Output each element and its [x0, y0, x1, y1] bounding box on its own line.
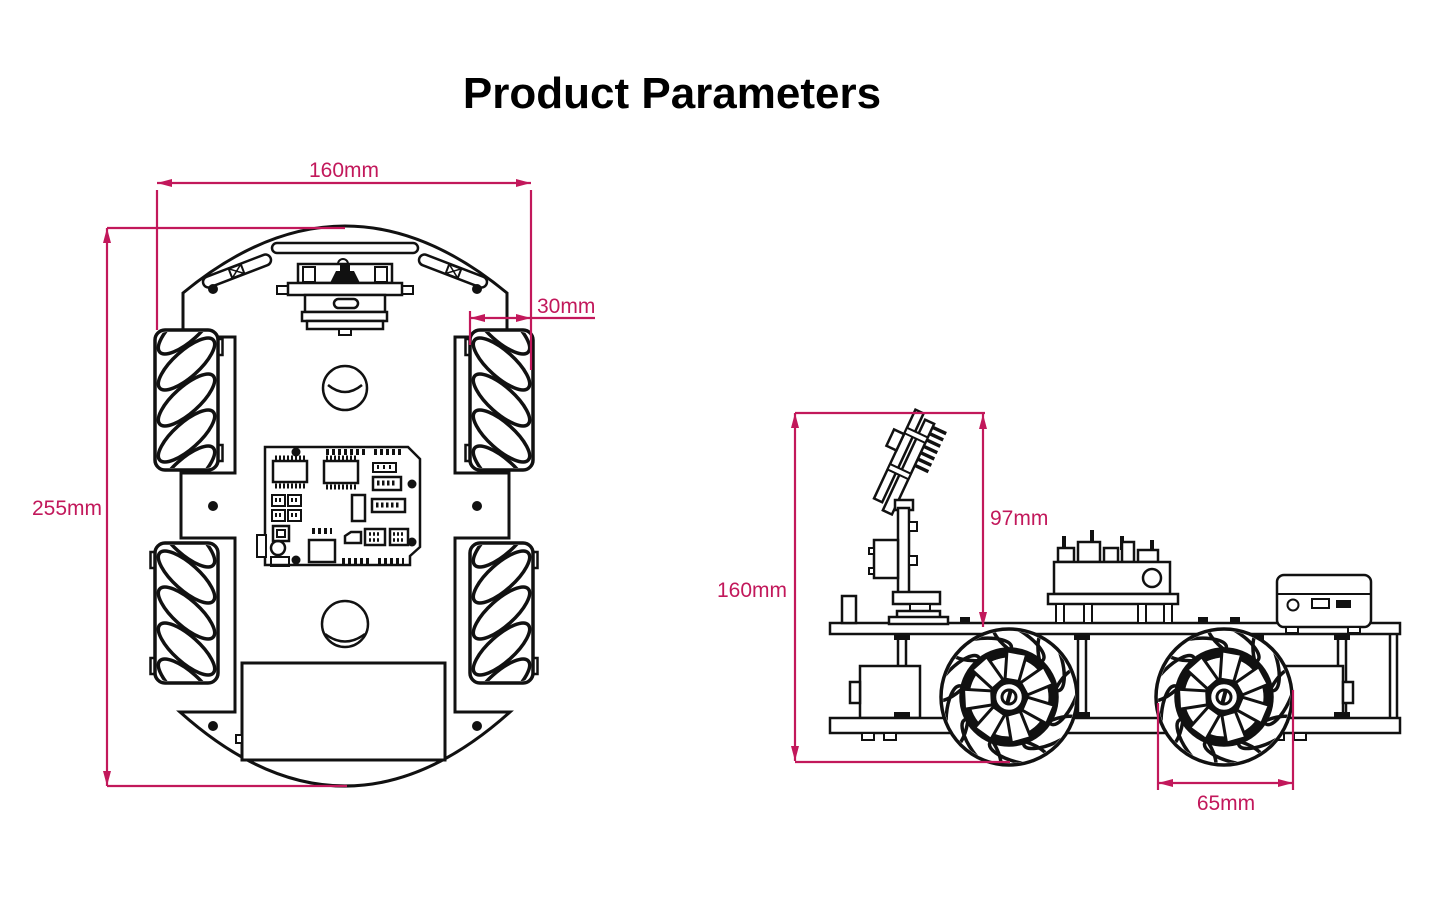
dimension-side-wheel-diameter: 65mm — [1156, 690, 1295, 815]
chassis-left-slot — [201, 253, 273, 289]
dimension-top-overall-width: 160mm — [155, 159, 533, 370]
dimension-label: 65mm — [1197, 792, 1255, 815]
main-board — [256, 445, 422, 567]
dimension-label: 160mm — [309, 159, 379, 182]
dimension-top-wheel-width: 30mm — [468, 295, 595, 345]
dimension-side-overall-height: 160mm — [717, 411, 1010, 764]
chassis-screw-holes — [208, 284, 482, 731]
wheel-side-rear — [1143, 617, 1301, 776]
side-view-drawing: 160mm 97mm 65mm — [717, 407, 1402, 815]
top-view-drawing: 160mm 30mm 255mm — [32, 159, 595, 788]
camera-assembly — [840, 407, 950, 626]
caster-ball-rear — [320, 599, 370, 649]
camera-mount-top — [276, 258, 414, 336]
dimension-side-camera-height: 97mm — [979, 414, 1048, 627]
battery-pack-side — [1275, 573, 1373, 634]
camera-heatsink — [914, 425, 947, 474]
wheel-side-front — [928, 617, 1086, 776]
dimension-label: 255mm — [32, 497, 102, 520]
control-board — [1046, 530, 1180, 624]
caster-ball-front — [321, 364, 369, 412]
camera-lens — [884, 427, 906, 453]
dimension-label: 30mm — [537, 295, 595, 318]
dimension-label: 97mm — [990, 507, 1048, 530]
chassis-right-slot — [417, 253, 489, 289]
dimension-label: 160mm — [717, 579, 787, 602]
dimension-top-overall-length: 255mm — [32, 226, 347, 788]
camera-post — [896, 506, 911, 605]
chassis-top-slot — [270, 241, 420, 255]
camera-servo — [872, 538, 900, 580]
page-title: Product Parameters — [463, 69, 881, 118]
motor-left — [848, 664, 922, 720]
battery-box-top — [235, 661, 447, 762]
